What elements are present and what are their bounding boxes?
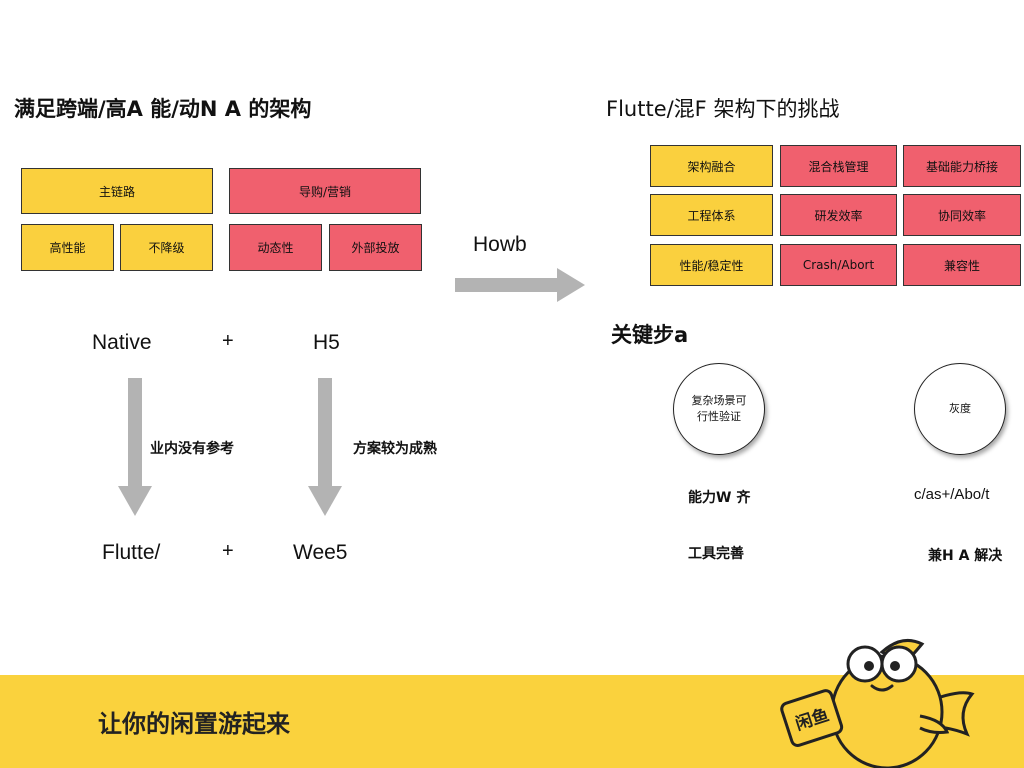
plus-top: + xyxy=(222,330,234,352)
note-no-reference: 业内没有参考 xyxy=(150,441,234,457)
step-item: 工具完善 xyxy=(688,546,744,562)
label-h5: H5 xyxy=(313,331,340,354)
challenge-cell: 基础能力桥接 xyxy=(903,145,1021,187)
left-title: 满足跨端/高A 能/动N A 的架构 xyxy=(14,97,312,121)
challenge-cell: 混合栈管理 xyxy=(780,145,897,187)
challenge-cell: 架构融合 xyxy=(650,145,773,187)
step-circle-gray-release: 灰度 xyxy=(914,363,1006,455)
step-item: 兼H A 解决 xyxy=(928,548,1003,564)
key-steps-title: 关键步a xyxy=(611,323,689,347)
down-arrow-right-icon xyxy=(308,378,342,516)
right-arrow-icon xyxy=(455,268,585,302)
label-weex: Wee5 xyxy=(293,541,348,564)
box-dynamic: 动态性 xyxy=(229,224,322,271)
box-shopping: 导购/营销 xyxy=(229,168,421,214)
challenge-cell: 协同效率 xyxy=(903,194,1021,236)
box-external: 外部投放 xyxy=(329,224,422,271)
right-title: Flutte/混F 架构下的挑战 xyxy=(606,97,840,121)
challenge-cell: 研发效率 xyxy=(780,194,897,236)
box-high-perf: 高性能 xyxy=(21,224,114,271)
how-label: Howb xyxy=(473,233,527,256)
box-main-link: 主链路 xyxy=(21,168,213,214)
plus-bottom: + xyxy=(222,540,234,562)
note-mature: 方案较为成熟 xyxy=(353,441,437,457)
footer-slogan: 让你的闲置游起来 xyxy=(98,710,290,738)
challenge-cell: 性能/稳定性 xyxy=(650,244,773,286)
xianyu-mascot-logo-icon: 闲鱼 xyxy=(780,638,975,768)
label-native: Native xyxy=(92,331,152,354)
challenge-cell: Crash/Abort xyxy=(780,244,897,286)
challenge-cell: 工程体系 xyxy=(650,194,773,236)
box-no-degrade: 不降级 xyxy=(120,224,213,271)
step-item: 能力W 齐 xyxy=(688,490,751,506)
step-item: c/as+/Abo/t xyxy=(914,486,990,503)
step-circle-feasibility: 复杂场景可 行性验证 xyxy=(673,363,765,455)
challenge-cell: 兼容性 xyxy=(903,244,1021,286)
down-arrow-left-icon xyxy=(118,378,152,516)
label-flutter: Flutte/ xyxy=(102,541,161,564)
